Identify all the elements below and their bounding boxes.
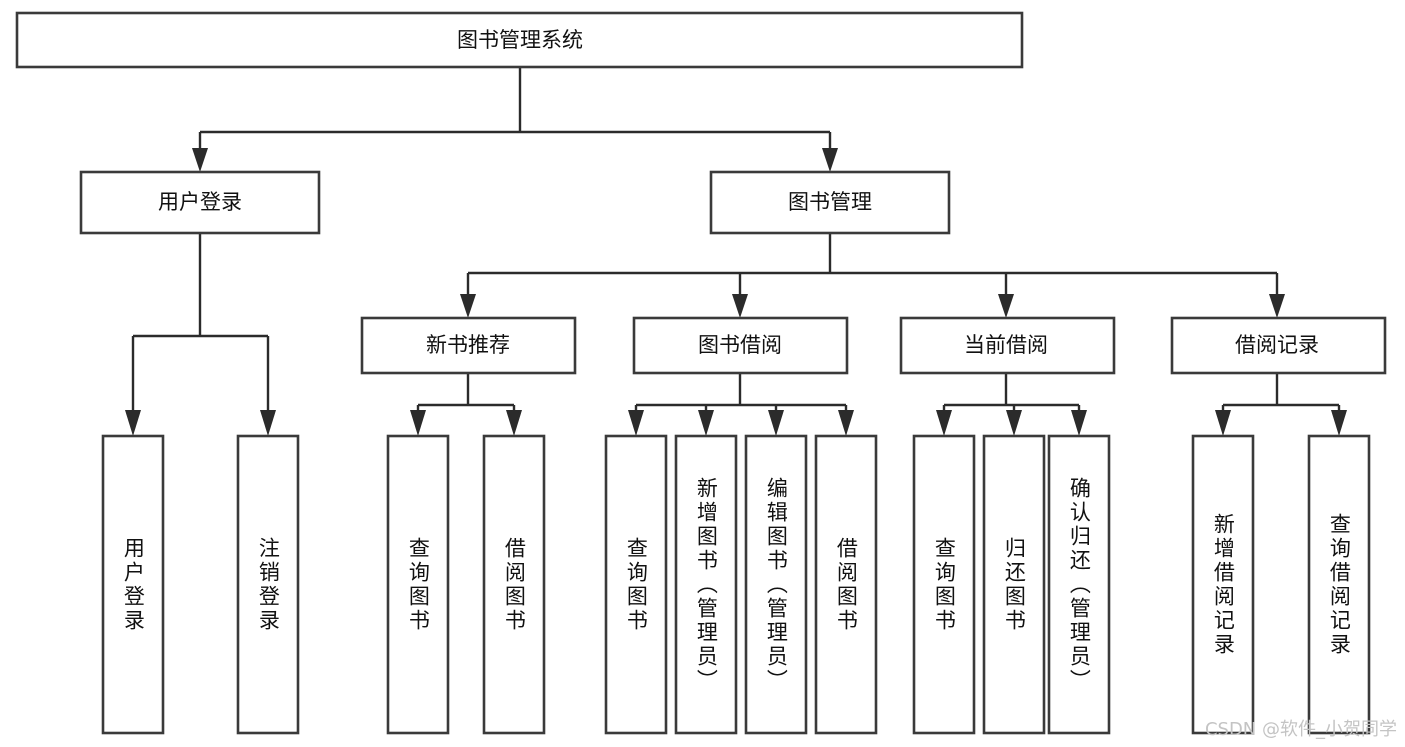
node-user-login[interactable] — [79, 170, 321, 235]
node-leaf-return-book[interactable] — [982, 434, 1046, 735]
arrowhead-leaf-query-book-2 — [628, 410, 644, 436]
arrowhead-leaf-confirm-return — [1071, 410, 1087, 436]
node-book-manage[interactable] — [709, 170, 951, 235]
label-book-borrow: 图书借阅 — [698, 333, 782, 357]
label-new-book-recommend: 新书推荐 — [426, 333, 510, 357]
arrowhead-book-borrow — [732, 294, 748, 318]
label-book-manage: 图书管理 — [788, 190, 872, 214]
arrowhead-leaf-query-book-1 — [410, 410, 426, 436]
watermark: CSDN @软件_小贺同学 — [1204, 719, 1397, 740]
node-leaf-confirm-return[interactable] — [1047, 434, 1111, 735]
arrowhead-user-login — [192, 148, 208, 172]
label-current-borrow: 当前借阅 — [964, 333, 1048, 357]
node-new-book-recommend[interactable] — [360, 316, 577, 375]
arrowhead-current-borrow — [998, 294, 1014, 318]
arrowhead-leaf-user-logout — [260, 410, 276, 436]
arrowhead-leaf-add-book — [698, 410, 714, 436]
arrowhead-leaf-borrow-book-2 — [838, 410, 854, 436]
node-leaf-edit-book[interactable] — [744, 434, 808, 735]
arrowhead-leaf-query-book-3 — [936, 410, 952, 436]
node-leaf-query-record[interactable] — [1307, 434, 1371, 735]
arrowhead-leaf-borrow-book-1 — [506, 410, 522, 436]
label-root: 图书管理系统 — [457, 28, 583, 52]
node-leaf-add-book[interactable] — [674, 434, 738, 735]
node-leaf-borrow-book-1[interactable] — [482, 434, 546, 735]
arrowhead-leaf-return-book — [1006, 410, 1022, 436]
node-leaf-query-book-1[interactable] — [386, 434, 450, 735]
label-borrow-record: 借阅记录 — [1235, 333, 1319, 357]
arrowhead-leaf-query-record — [1331, 410, 1347, 436]
node-leaf-add-record[interactable] — [1191, 434, 1255, 735]
node-current-borrow[interactable] — [899, 316, 1116, 375]
connectors — [125, 67, 1347, 436]
arrowhead-leaf-add-record — [1215, 410, 1231, 436]
arrowhead-leaf-edit-book — [768, 410, 784, 436]
arrowhead-book-manage — [822, 148, 838, 172]
node-leaf-query-book-3[interactable] — [912, 434, 976, 735]
node-leaf-borrow-book-2[interactable] — [814, 434, 878, 735]
node-leaf-user-logout[interactable] — [236, 434, 300, 735]
arrowhead-new-book-recommend — [460, 294, 476, 318]
node-leaf-user-login[interactable] — [101, 434, 165, 735]
node-leaf-query-book-2[interactable] — [604, 434, 668, 735]
label-user-login: 用户登录 — [158, 190, 242, 214]
node-borrow-record[interactable] — [1170, 316, 1387, 375]
arrowhead-borrow-record — [1269, 294, 1285, 318]
arrowhead-leaf-user-login — [125, 410, 141, 436]
node-book-borrow[interactable] — [632, 316, 849, 375]
node-root[interactable] — [15, 11, 1024, 69]
